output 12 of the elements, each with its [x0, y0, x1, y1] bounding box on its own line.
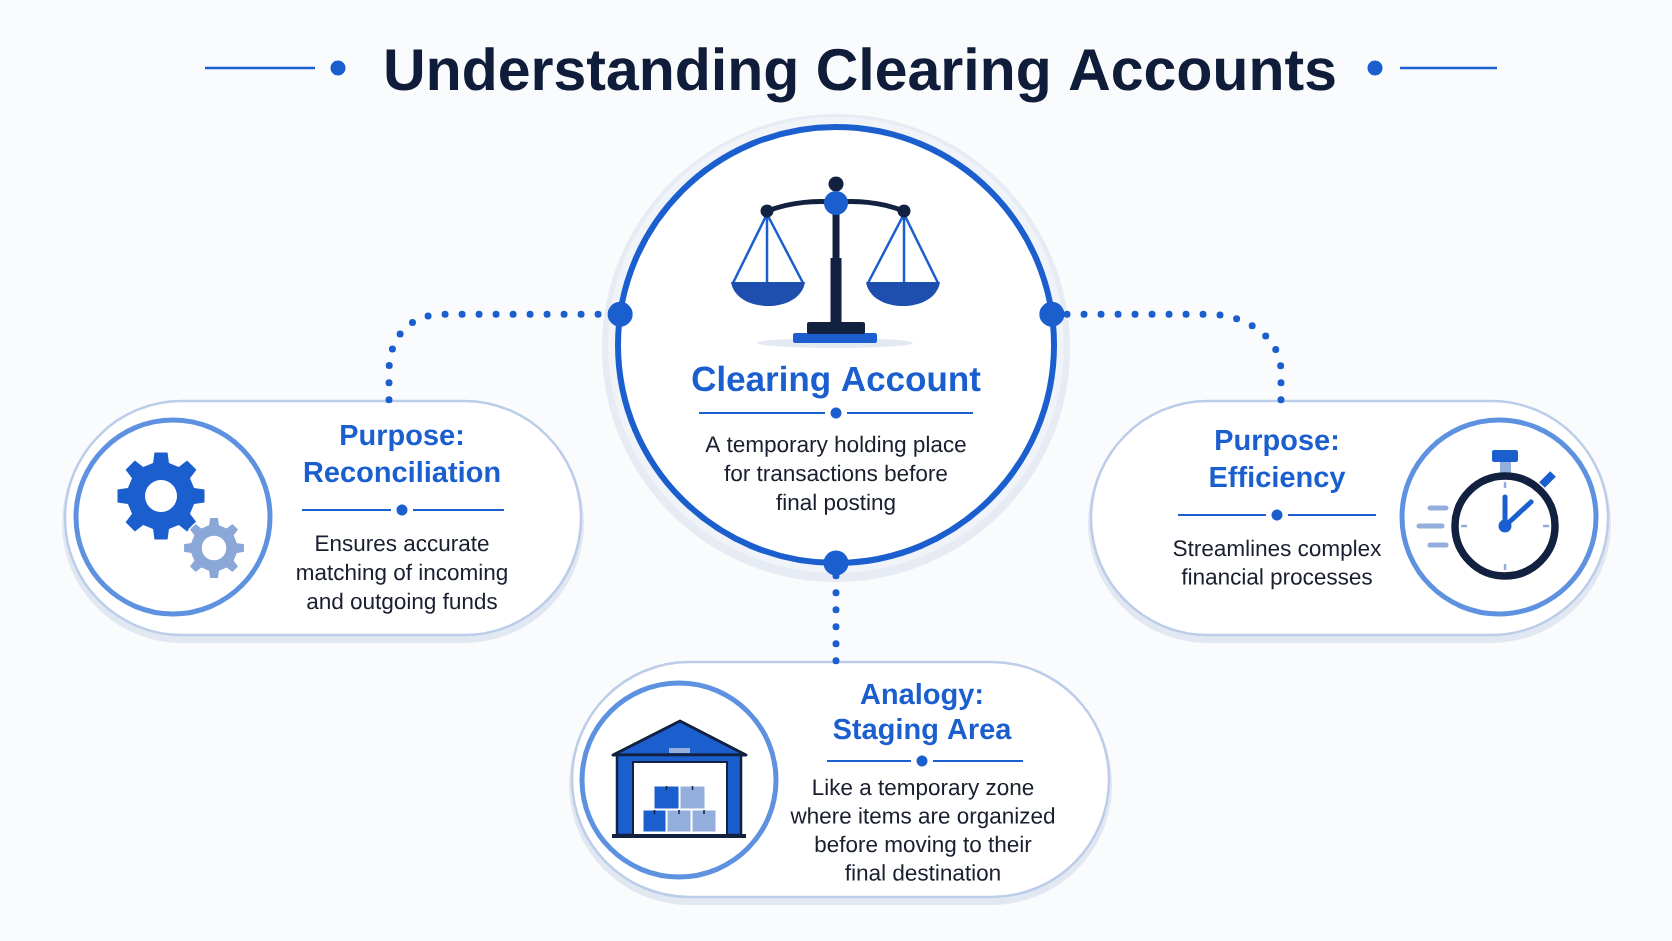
dotted-connector	[1039, 301, 1285, 404]
heading: Purpose: Reconciliation	[304, 425, 500, 483]
dotted-connector	[385, 301, 633, 404]
description: Like a temporary zone where items are organized before moving to their final destination	[790, 778, 1055, 881]
heading: Purpose: Efficiency	[1210, 430, 1346, 493]
heading: Analogy: Staging Area	[833, 683, 1012, 746]
heading: Clearing Account	[692, 365, 981, 399]
description: A temporary holding place for transactions before final posting	[705, 435, 966, 515]
dotted-connector	[823, 550, 849, 665]
description: Ensures accurate matching of incoming and outgoing funds	[297, 535, 507, 614]
description: Streamlines complex financial processes	[1173, 539, 1382, 590]
title: Understanding Clearing Accounts	[386, 47, 1335, 103]
